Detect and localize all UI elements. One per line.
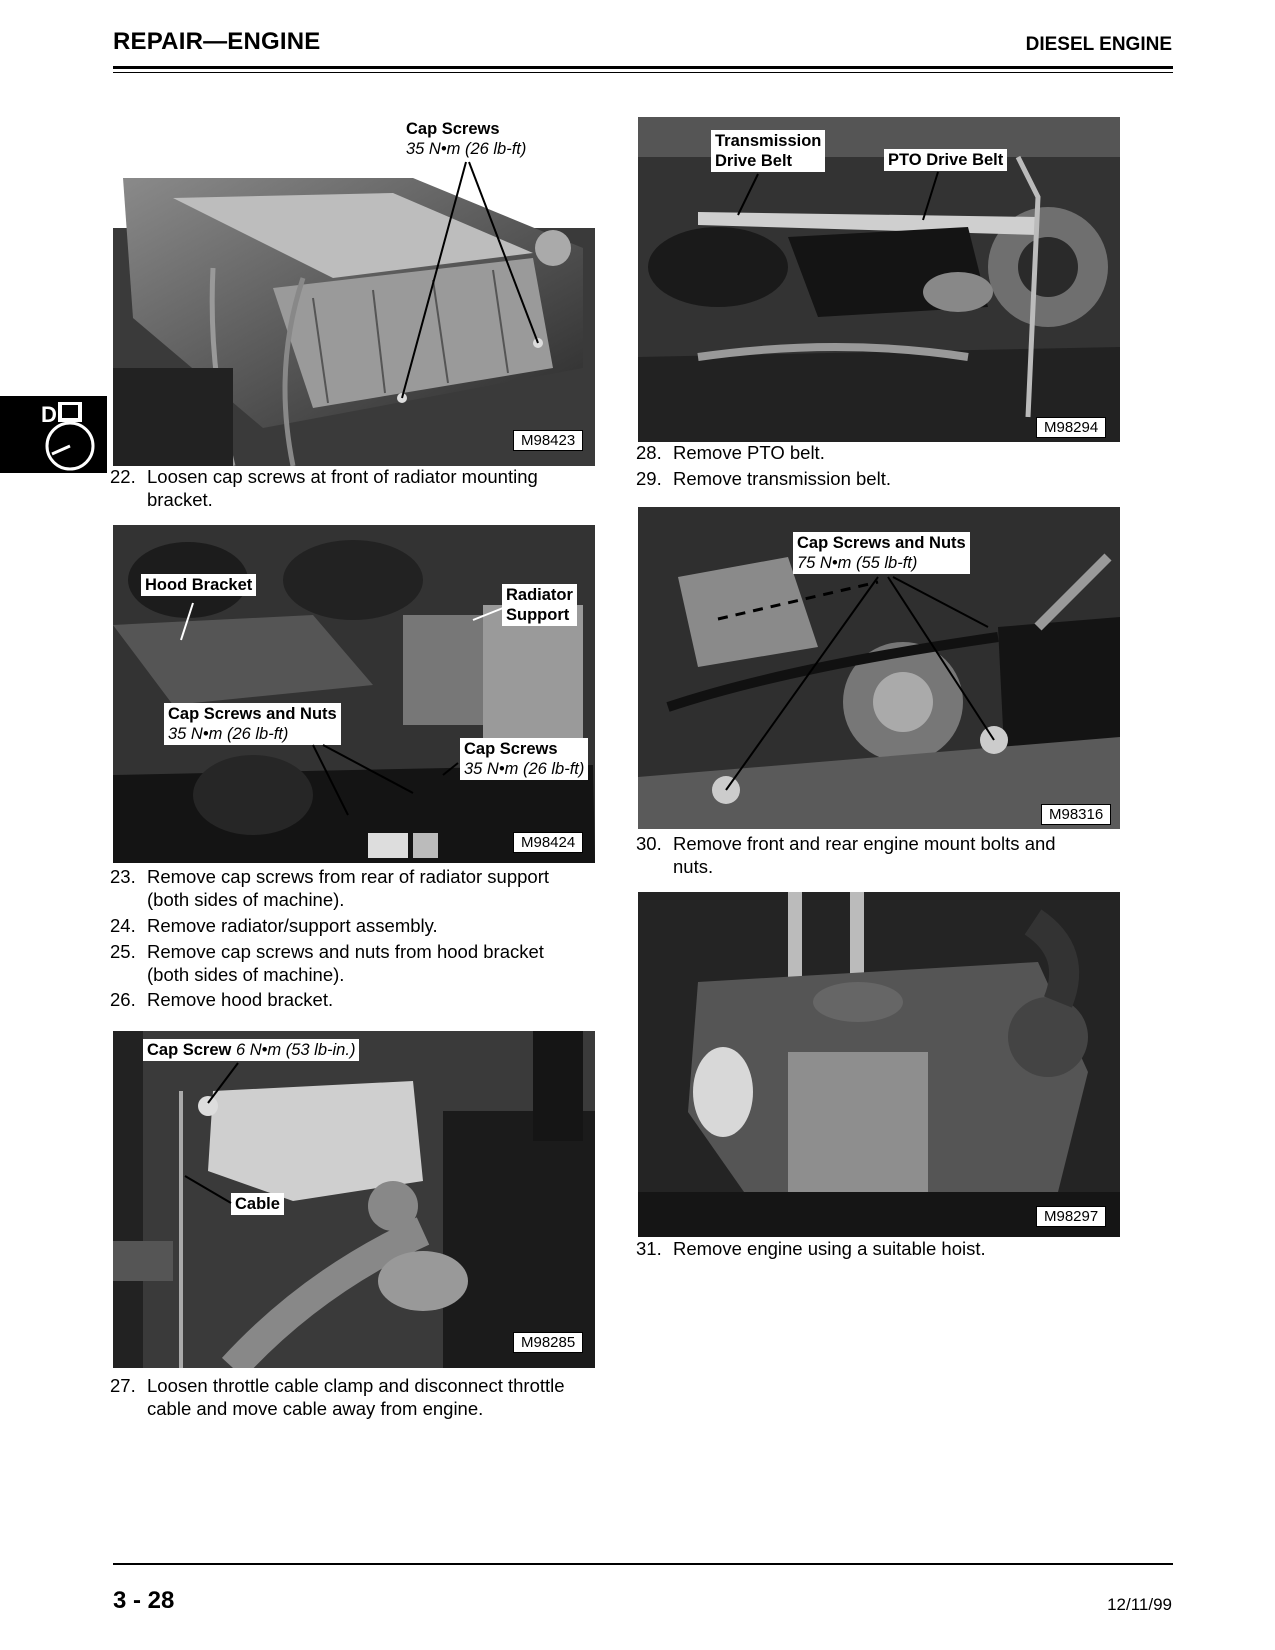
- figure-id: M98285: [513, 1332, 584, 1353]
- callout-cap-screws-nuts: Cap Screws and Nuts 35 N•m (26 lb-ft): [164, 703, 341, 745]
- callout-pto-belt: PTO Drive Belt: [884, 149, 1008, 171]
- torque-spec: 35 N•m (26 lb-ft): [406, 140, 527, 158]
- leader-lines: [180, 602, 504, 816]
- step-29: 29.Remove transmission belt.: [636, 468, 891, 489]
- figure-engine-hoist: [638, 892, 1120, 1237]
- step-31: 31.Remove engine using a suitable hoist.: [636, 1238, 986, 1259]
- figure-id: M98424: [513, 832, 584, 853]
- leader-lines: [401, 161, 539, 399]
- callout-radiator-support: Radiator Support: [502, 584, 577, 626]
- step-30: 30.Remove front and rear engine mount bo…: [636, 833, 1056, 877]
- figure-id: M98294: [1036, 417, 1107, 438]
- figure-throttle-cable: [113, 1031, 595, 1368]
- step-27: 27.Loosen throttle cable clamp and disco…: [110, 1375, 565, 1419]
- step-22: 22.Loosen cap screws at front of radiato…: [110, 466, 538, 510]
- engine-stopwatch-icon: [45, 402, 95, 471]
- section-title: REPAIR—ENGINE: [113, 28, 321, 55]
- revision-date: 12/11/99: [1107, 1595, 1172, 1614]
- page-number: 3 - 28: [113, 1587, 175, 1614]
- figure-radiator-front: [113, 168, 595, 466]
- callout-cap-screws: Cap Screws 35 N•m (26 lb-ft): [406, 119, 526, 159]
- callout-hood-bracket: Hood Bracket: [141, 574, 257, 596]
- footer-rule: [113, 1563, 1173, 1565]
- step-25: 25.Remove cap screws and nuts from hood …: [110, 941, 544, 985]
- leader-lines: [717, 576, 995, 791]
- figure-id: M98423: [513, 430, 584, 451]
- leader-lines: [737, 171, 939, 221]
- callout-transmission-belt: Transmission Drive Belt: [711, 130, 826, 172]
- step-24: 24.Remove radiator/support assembly.: [110, 915, 438, 936]
- figure-id: M98297: [1036, 1206, 1107, 1227]
- chapter-title: DIESEL ENGINE: [1025, 34, 1172, 55]
- step-23: 23.Remove cap screws from rear of radiat…: [110, 866, 550, 910]
- callout-cap-screw: Cap Screw 6 N•m (53 lb-in.): [143, 1039, 360, 1061]
- header-rule-thin: [113, 72, 1173, 73]
- callout-title: Cap Screws: [406, 120, 500, 138]
- tab-letter: D: [41, 402, 57, 427]
- step-28: 28.Remove PTO belt.: [636, 442, 825, 463]
- leader-lines: [184, 1062, 239, 1204]
- callout-cable: Cable: [231, 1193, 284, 1215]
- figure-id: M98316: [1041, 804, 1112, 825]
- step-26: 26.Remove hood bracket.: [110, 989, 334, 1010]
- callout-cap-screws-nuts: Cap Screws and Nuts 75 N•m (55 lb-ft): [793, 532, 970, 574]
- header-rule: [113, 66, 1173, 69]
- callout-cap-screws: Cap Screws 35 N•m (26 lb-ft): [460, 738, 589, 780]
